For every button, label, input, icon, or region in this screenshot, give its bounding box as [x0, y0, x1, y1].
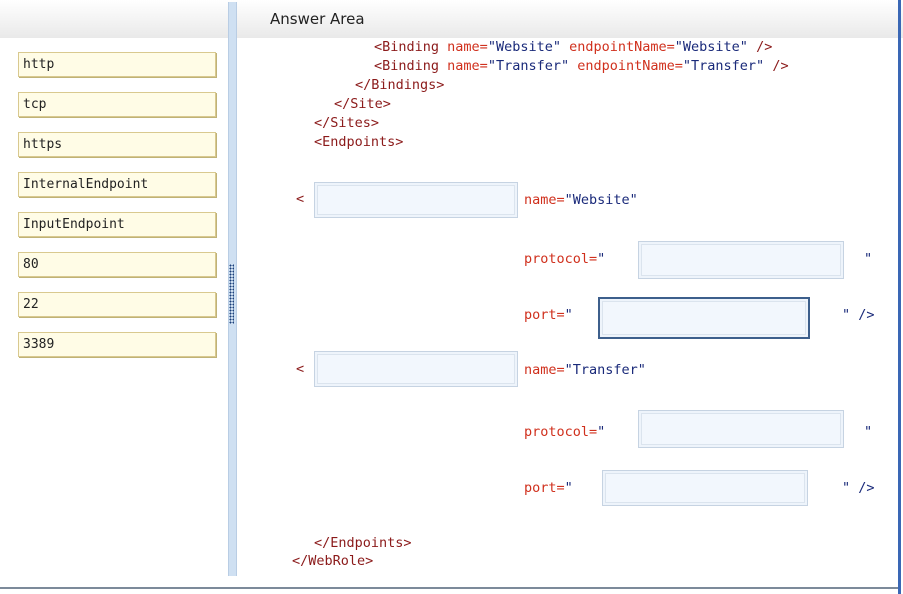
code-endpoint2-port: port=" — [524, 480, 573, 496]
answer-area-title: Answer Area — [270, 10, 365, 28]
code-endpoint2-protocol-close: " — [864, 424, 873, 440]
code-endpoint1-protocol-close: " — [864, 251, 873, 267]
code-endpoint1-port: port=" — [524, 307, 573, 323]
option-3389[interactable]: 3389 — [18, 332, 216, 357]
drop-target-endpoint1-port[interactable] — [598, 297, 810, 339]
code-endpoint2-protocol: protocol=" — [524, 424, 606, 440]
option-https[interactable]: https — [18, 132, 216, 157]
code-binding-transfer: <Binding name="Transfer" endpointName="T… — [374, 58, 789, 74]
code-endpoint1-protocol: protocol=" — [524, 251, 606, 267]
code-endpoints-close: </Endpoints> — [314, 535, 412, 551]
drop-target-endpoint1-type[interactable] — [314, 182, 518, 218]
option-inputendpoint[interactable]: InputEndpoint — [18, 212, 216, 237]
code-lt-1: < — [296, 191, 305, 207]
code-endpoints-open: <Endpoints> — [314, 134, 404, 150]
code-bindings-close: </Bindings> — [355, 77, 445, 93]
option-internalendpoint[interactable]: InternalEndpoint — [18, 172, 216, 197]
splitter-grip[interactable] — [229, 264, 234, 324]
option-http[interactable]: http — [18, 52, 216, 77]
code-site-close: </Site> — [334, 96, 391, 112]
option-tcp[interactable]: tcp — [18, 92, 216, 117]
code-endpoint2-name: name="Transfer" — [524, 362, 646, 378]
code-binding-website: <Binding name="Website" endpointName="We… — [374, 39, 773, 55]
window-border-right — [898, 0, 901, 594]
drop-target-endpoint2-port[interactable] — [602, 470, 808, 506]
code-endpoint1-name: name="Website" — [524, 192, 638, 208]
code-webrole-close: </WebRole> — [292, 553, 374, 569]
code-endpoint1-port-close: " /> — [842, 307, 875, 323]
drop-target-endpoint1-protocol[interactable] — [638, 241, 844, 279]
code-endpoint2-port-close: " /> — [842, 480, 875, 496]
drop-target-endpoint2-protocol[interactable] — [638, 410, 844, 448]
drop-target-endpoint2-type[interactable] — [314, 351, 518, 387]
code-sites-close: </Sites> — [314, 115, 380, 131]
window-border-bottom — [0, 587, 898, 589]
code-lt-2: < — [296, 361, 305, 377]
top-band — [0, 0, 903, 38]
option-22[interactable]: 22 — [18, 292, 216, 317]
option-80[interactable]: 80 — [18, 252, 216, 277]
